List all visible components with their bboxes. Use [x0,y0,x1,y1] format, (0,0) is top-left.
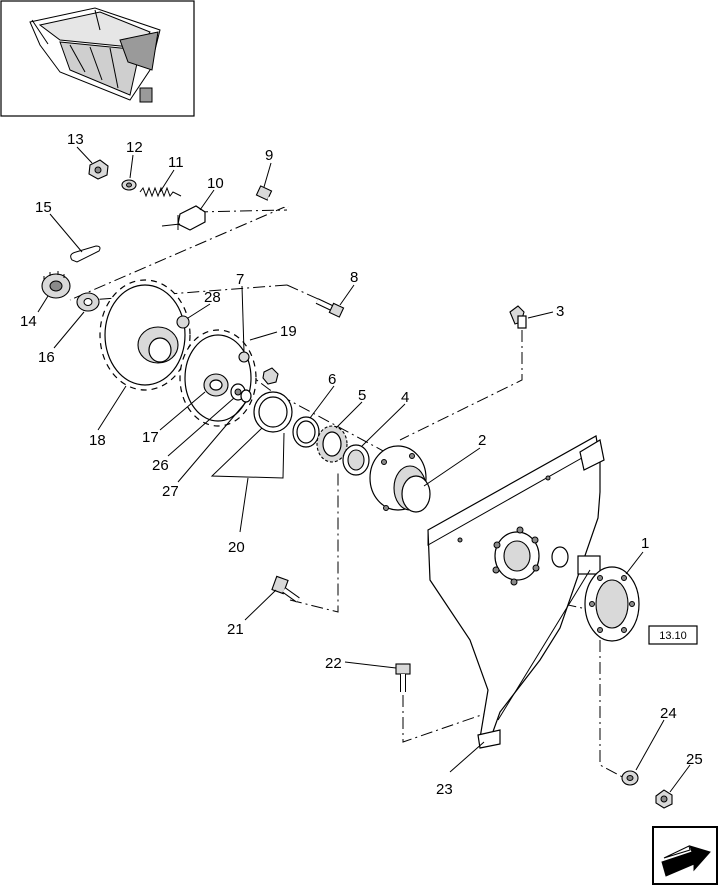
part-1-flange [584,566,640,642]
part-25-nut [655,789,673,809]
part-12-washer [121,179,137,191]
callout-12: 12 [126,139,143,156]
callout-23: 23 [436,781,453,798]
callout-18: 18 [89,432,106,449]
reference-box-label: 13.10 [659,630,687,642]
part-18-large-sprocket [99,279,191,391]
callout-8: 8 [350,269,358,286]
callout-20: 20 [228,539,245,556]
callout-17: 17 [142,429,159,446]
part-14-castle-nut [41,271,71,299]
part-9-bolt [255,185,289,209]
callout-11: 11 [168,154,184,171]
part-27-nut [240,367,279,403]
reference-box[interactable]: 13.10 [648,625,698,645]
part-13-nut [88,159,109,180]
part-11-spring [139,186,182,198]
callout-7: 7 [236,271,244,288]
callout-9: 9 [265,147,273,164]
callout-labels: 13 12 11 10 9 15 14 16 8 3 28 7 19 6 5 4… [20,131,703,798]
part-2-hub [369,445,431,513]
callout-1: 1 [641,535,649,552]
part-15-cotter-pin [70,245,101,263]
callout-19: 19 [280,323,297,340]
part-22-bolt [395,663,411,692]
callout-3: 3 [556,303,564,320]
part-6-seal [292,416,320,448]
callout-14: 14 [20,313,37,330]
callout-22: 22 [325,655,342,672]
part-5-roller-bearing [316,425,348,463]
part-3-grease-fitting [509,305,527,329]
part-10-bracket [161,205,206,231]
callout-21: 21 [227,621,244,638]
callout-5: 5 [358,387,366,404]
part-21-bolt [271,575,300,603]
callout-2: 2 [478,432,486,449]
part-17-bearing [203,373,229,397]
callout-10: 10 [207,175,224,192]
part-20-shield [210,391,293,479]
callout-6: 6 [328,371,336,388]
machine-overview-thumbnail [0,0,195,117]
part-16-washer [76,292,100,312]
callout-13: 13 [67,131,84,148]
callout-25: 25 [686,751,703,768]
callout-28: 28 [204,289,221,306]
part-4-bearing-cup [342,444,370,476]
callout-leaders [37,146,691,793]
part-24-washer [621,770,639,786]
callout-24: 24 [660,705,677,722]
part-7-screw [238,351,250,363]
part-8-bolt [315,298,345,318]
callout-4: 4 [401,389,409,406]
part-28-spacer [176,315,190,329]
callout-15: 15 [35,199,52,216]
callout-26: 26 [152,457,169,474]
part-23-frame-plate [427,435,605,749]
callout-27: 27 [162,483,179,500]
next-page-arrow-icon[interactable] [652,826,718,885]
callout-16: 16 [38,349,55,366]
